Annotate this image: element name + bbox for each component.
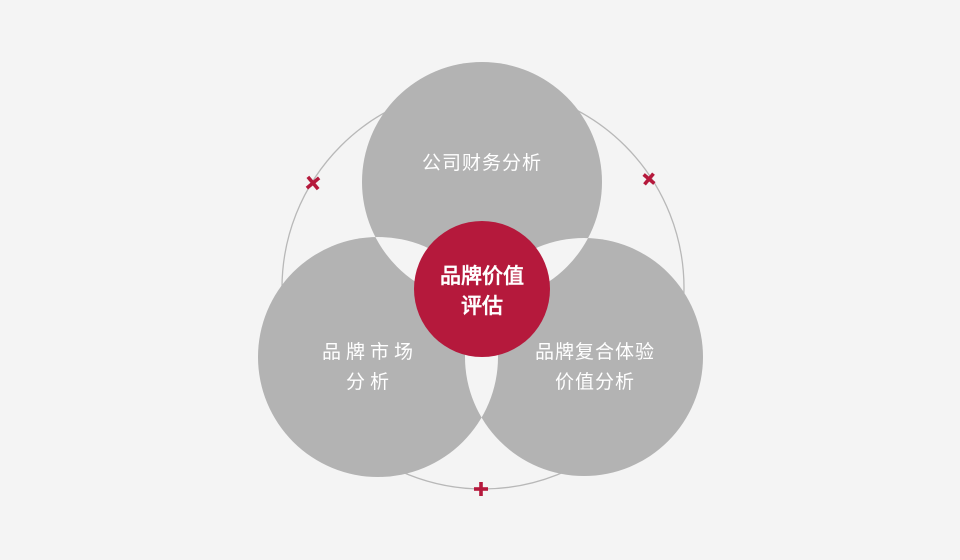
label-left: 品牌市场 分析 bbox=[300, 337, 440, 397]
label-right: 品牌复合体验 价值分析 bbox=[510, 337, 680, 397]
label-center: 品牌价值 评估 bbox=[414, 261, 550, 321]
label-left-line2: 分析 bbox=[345, 371, 394, 393]
label-top-line1: 公司财务分析 bbox=[421, 152, 542, 174]
label-top: 公司财务分析 bbox=[382, 148, 582, 178]
label-right-line1: 品牌复合体验 bbox=[534, 341, 655, 363]
plus-icon bbox=[474, 482, 488, 496]
center-circle bbox=[414, 221, 550, 357]
label-left-line1: 品牌市场 bbox=[321, 341, 418, 363]
label-right-line2: 价值分析 bbox=[554, 371, 635, 393]
label-center-line1: 品牌价值 bbox=[440, 264, 524, 288]
plus-icon bbox=[305, 175, 321, 191]
plus-icon bbox=[642, 172, 656, 186]
circle-top-financial bbox=[362, 62, 602, 302]
label-center-line2: 评估 bbox=[461, 294, 503, 318]
